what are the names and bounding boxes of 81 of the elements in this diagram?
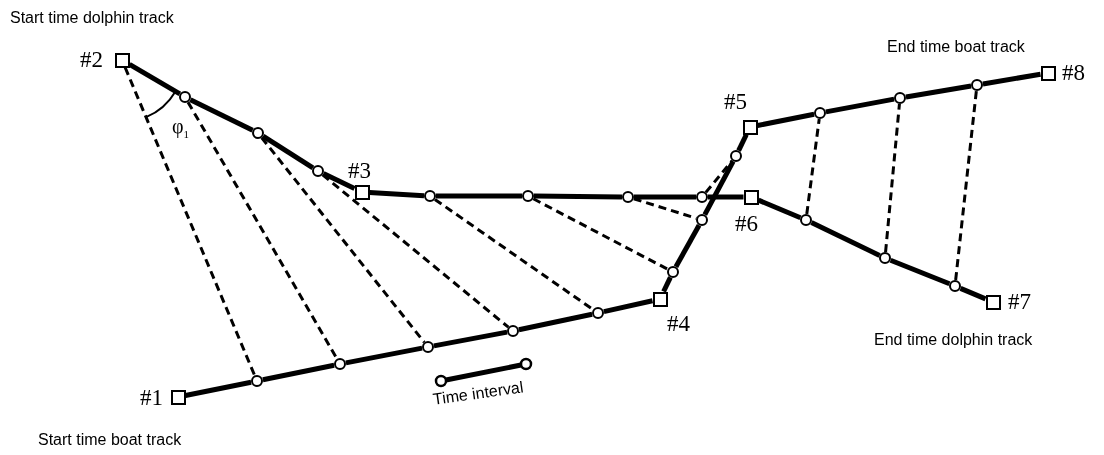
track-line (518, 311, 593, 333)
track-point (800, 214, 812, 226)
track-end-square (354, 184, 370, 200)
track-point (971, 79, 983, 91)
track-point (522, 190, 534, 202)
track-point (334, 358, 346, 370)
track-point (696, 214, 708, 226)
track-line (889, 257, 951, 287)
track-line (736, 133, 749, 152)
track-line (757, 197, 802, 220)
track-line (673, 224, 702, 268)
track-point (179, 91, 191, 103)
track-point (592, 307, 604, 319)
track-line (702, 160, 736, 216)
track-caption: Start time boat track (38, 432, 182, 448)
dashed-line (954, 90, 978, 281)
point-number: #1 (140, 386, 163, 409)
track-line (128, 62, 182, 97)
track-end-square (743, 189, 759, 205)
track-line (982, 71, 1041, 87)
track-line (757, 111, 815, 128)
track-line (810, 220, 881, 258)
dashed-line (260, 136, 426, 344)
dashed-line (532, 197, 669, 271)
track-point (422, 341, 434, 353)
legend-text: Time interval (432, 379, 525, 408)
track-line (533, 193, 623, 200)
dashed-line (704, 159, 734, 194)
track-line (436, 193, 522, 199)
angle-label: φ$_{1}$ (172, 116, 190, 140)
dashed-line (321, 173, 510, 329)
track-line (905, 83, 972, 100)
track-point (730, 150, 742, 162)
point-number: #2 (80, 48, 103, 71)
track-point (252, 127, 264, 139)
track-end-square (170, 389, 186, 405)
track-point (251, 375, 263, 387)
point-number: #4 (667, 312, 690, 335)
dashed-line (884, 103, 901, 253)
track-caption: Start time dolphin track (10, 10, 174, 26)
dashed-line (186, 101, 339, 360)
track-line (603, 298, 654, 315)
dashed-line (434, 198, 594, 311)
track-line (185, 379, 252, 398)
track-caption: End time boat track (887, 39, 1025, 55)
track-end-square (114, 52, 130, 68)
track-line (261, 134, 315, 170)
track-point (894, 92, 906, 104)
dashed-line (805, 118, 821, 215)
point-number: #8 (1062, 61, 1085, 84)
track-line (634, 194, 696, 200)
track-point (879, 252, 891, 264)
track-line (322, 171, 356, 191)
track-caption: End time dolphin track (874, 332, 1033, 348)
dashed-line (633, 197, 697, 220)
track-point (814, 107, 826, 119)
point-number: #3 (348, 159, 371, 182)
track-line (262, 362, 335, 383)
point-number: #7 (1008, 290, 1031, 313)
track-line (345, 345, 423, 366)
track-line (433, 329, 508, 349)
track-end-square (742, 119, 758, 135)
track-point (424, 190, 436, 202)
track-point (312, 165, 324, 177)
track-line (189, 97, 254, 133)
track-end-square (652, 291, 668, 307)
track-line (959, 286, 987, 302)
track-line (369, 189, 425, 199)
track-point (622, 191, 634, 203)
track-line (825, 96, 895, 115)
track-line (661, 276, 673, 293)
track-point (667, 266, 679, 278)
dashed-line (123, 66, 257, 377)
track-line (708, 194, 744, 200)
track-point (696, 191, 708, 203)
point-number: #6 (735, 212, 758, 235)
track-end-square (1040, 65, 1056, 81)
point-number: #5 (724, 90, 747, 113)
track-point (949, 280, 961, 292)
track-end-square (985, 294, 1001, 310)
track-point (507, 325, 519, 337)
